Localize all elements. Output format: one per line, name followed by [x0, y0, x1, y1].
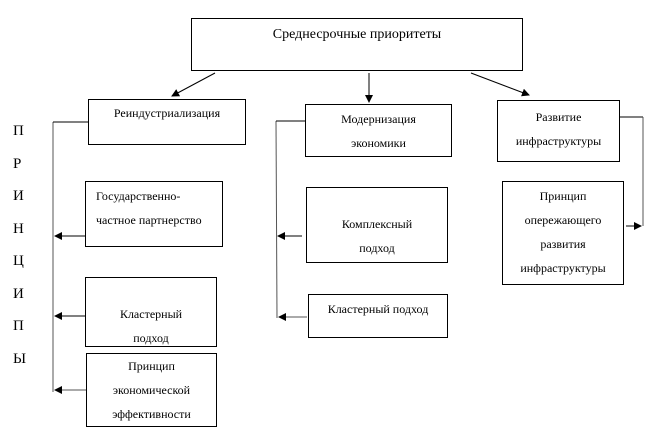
vertical-letter: И — [13, 285, 24, 302]
principle-line: Принцип — [128, 359, 175, 373]
arrow-root-to-infrastructure — [470, 72, 530, 97]
principle-complex: Комплексный подход — [306, 187, 448, 263]
principle-line: Комплексный — [341, 217, 413, 231]
principle-ppp: Государственно- частное партнерство — [85, 181, 223, 247]
bus-modernization — [275, 120, 278, 319]
branch-line: инфраструктуры — [515, 134, 602, 148]
branch-infrastructure: Развитие инфраструктуры — [497, 100, 620, 162]
branch-label: Реиндустриализация — [113, 106, 221, 120]
principle-cluster-2: Кластерный подход — [308, 294, 448, 338]
principle-line: подход — [359, 241, 395, 255]
root-node: Среднесрочные приоритеты — [191, 18, 523, 71]
vertical-letter: Р — [13, 155, 22, 172]
principle-line: инфраструктуры — [520, 261, 606, 275]
root-label: Среднесрочные приоритеты — [272, 27, 442, 42]
arrow-root-to-reindustrialization — [171, 72, 216, 97]
principle-efficiency: Принцип экономической эффективности — [86, 353, 217, 427]
principle-line: опережающего — [524, 213, 602, 227]
branch-modernization: Модернизация экономики — [305, 104, 452, 157]
branch-line: Развитие — [535, 110, 582, 124]
principle-line: Принцип — [539, 189, 587, 203]
principle-line: развития — [540, 237, 586, 251]
principle-line: частное партнерство — [96, 213, 202, 227]
vertical-letter: И — [13, 188, 24, 204]
principle-cluster-1: Кластерный подход — [85, 277, 217, 347]
principle-line: эффективности — [112, 407, 191, 421]
vertical-letter: П — [13, 123, 24, 139]
vertical-letter: Ы — [13, 350, 27, 367]
principle-line: подход — [133, 331, 169, 345]
principle-advance-infrastructure: Принцип опережающего развития инфраструк… — [502, 181, 624, 285]
branch-line: экономики — [351, 136, 406, 150]
vertical-letter: Ц — [13, 253, 24, 269]
vertical-letter: П — [13, 318, 24, 334]
principle-line: Кластерный подход — [327, 302, 429, 316]
branch-line: Модернизация — [341, 112, 416, 126]
branch-reindustrialization: Реиндустриализация — [88, 99, 246, 145]
principle-line: экономической — [112, 383, 191, 397]
principle-line: Кластерный — [119, 307, 183, 321]
principles-vertical-label: П Р И Н Ц И П Ы — [13, 120, 33, 380]
principle-line: Государственно- — [96, 189, 181, 203]
vertical-letter: Н — [13, 220, 24, 237]
